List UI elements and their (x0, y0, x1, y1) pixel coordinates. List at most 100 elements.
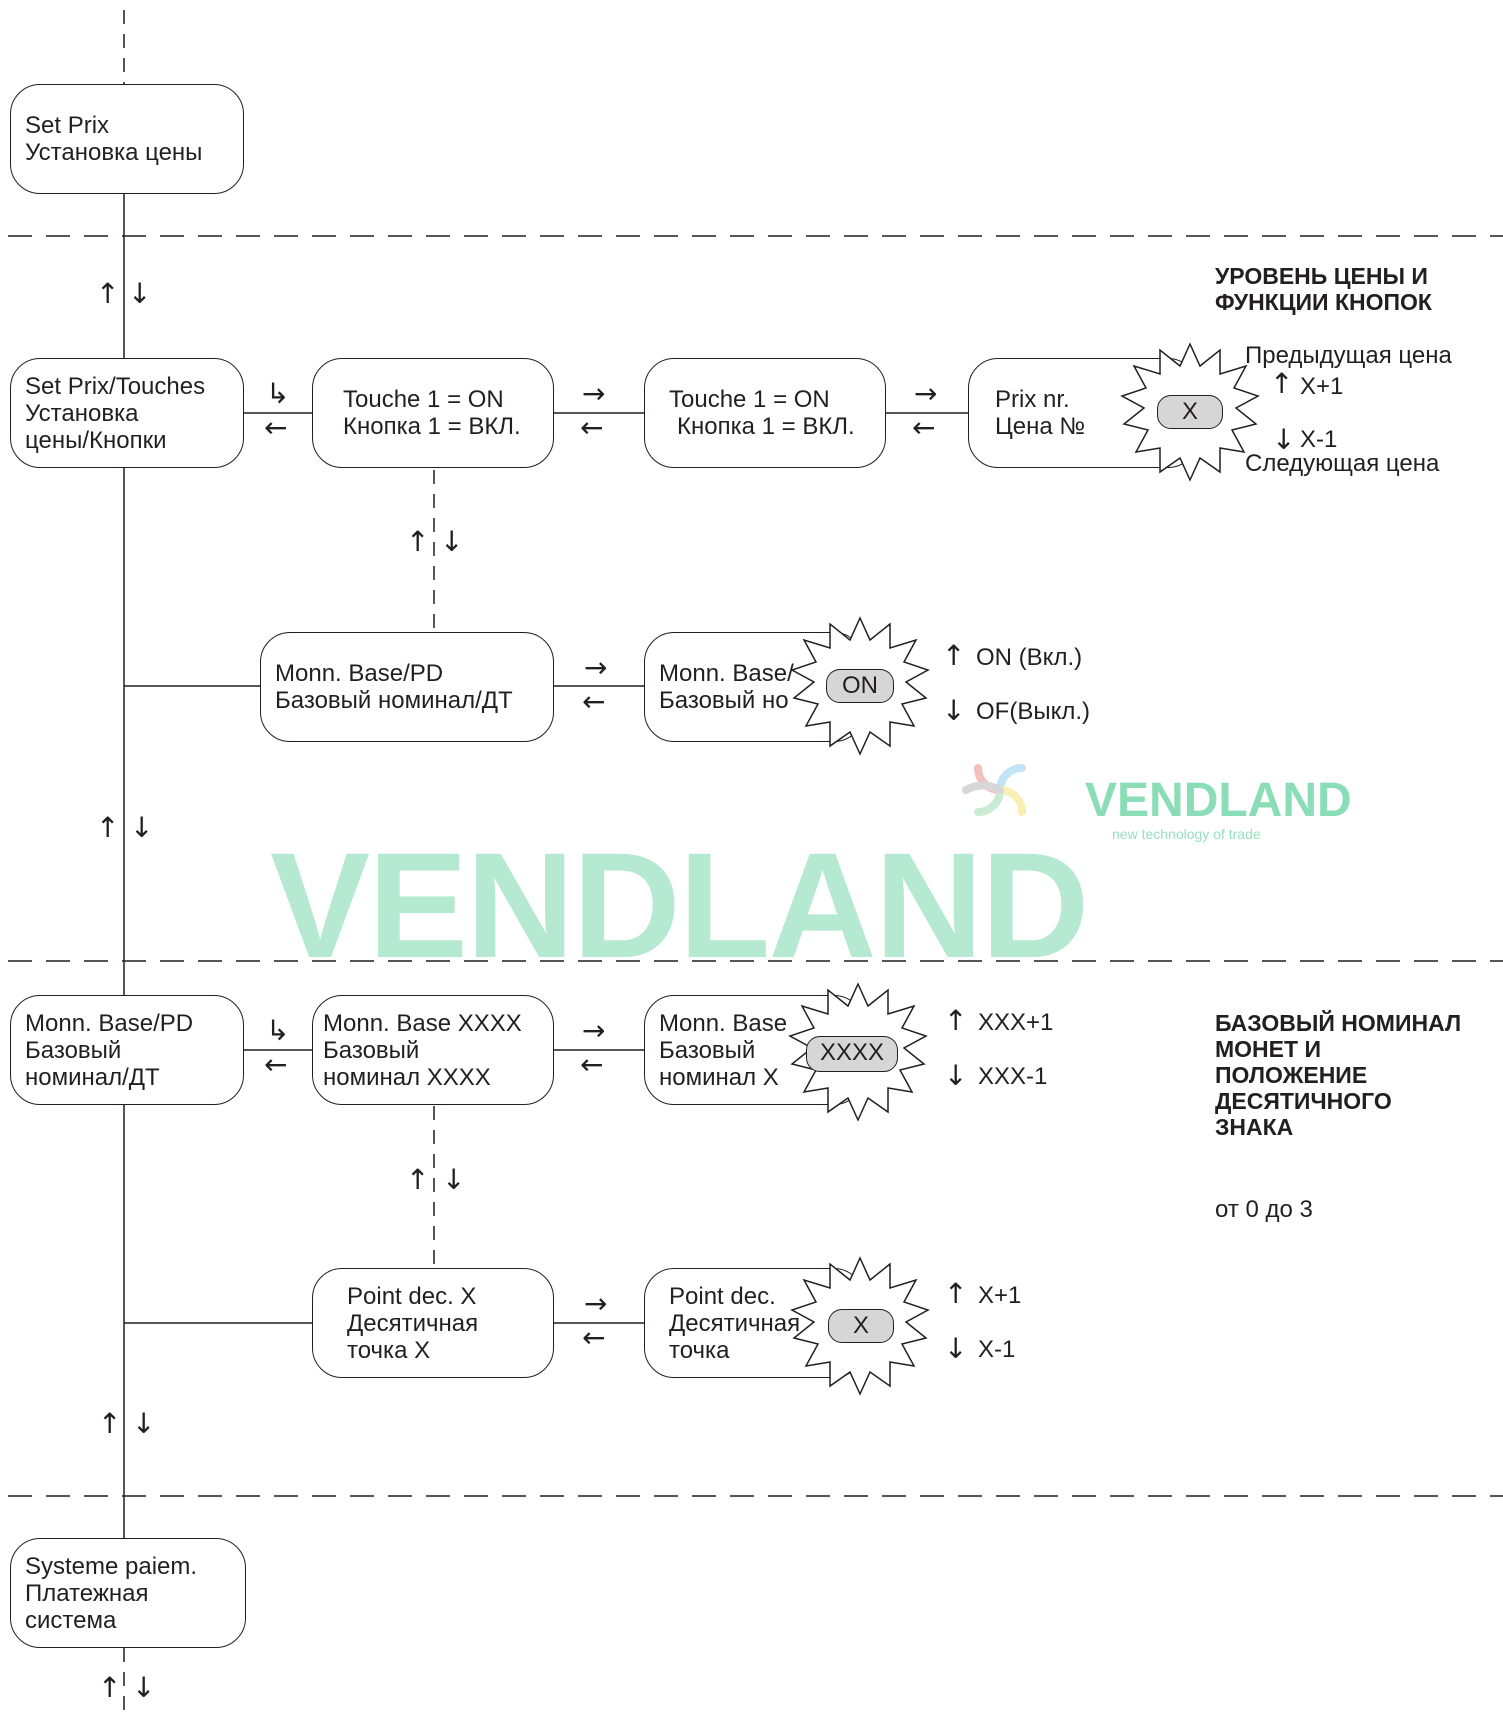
monn-xxxx-line3: номинал XXXX (323, 1063, 491, 1091)
up-arrow-icon: ↑ (98, 1407, 122, 1440)
left-arrow-icon: ← (582, 1321, 606, 1354)
base-value-field[interactable]: XXXX (806, 1036, 898, 1072)
systeme-line2: Платежная (25, 1579, 149, 1607)
watermark-tagline: new technology of trade (1112, 826, 1261, 842)
left-arrow-icon: ← (580, 411, 604, 444)
monn-base-pd-line2: Базовый номинал/ДТ (275, 687, 513, 714)
section2-heading-line4: ДЕСЯТИЧНОГО (1215, 1088, 1392, 1114)
left-arrow-icon: ← (264, 411, 288, 444)
set-prix-touches-line1: Set Prix/Touches (25, 372, 206, 400)
section2-heading-line3: ПОЛОЖЕНИЕ (1215, 1062, 1368, 1088)
point-down-label: X-1 (978, 1336, 1016, 1363)
set-prix-touches-box[interactable]: Set Prix/Touches Установка цены/Кнопки (10, 358, 244, 468)
right-arrow-icon: → (584, 1287, 608, 1320)
monn-base-pd-line1: Monn. Base/PD (275, 660, 444, 687)
prix-nr-line2: Цена № (995, 413, 1086, 440)
point-dec-line1: Point dec. X (347, 1282, 477, 1310)
set-prix-box[interactable]: Set Prix Установка цены (10, 84, 244, 194)
price-down-label: X-1 (1300, 426, 1338, 453)
range-note: от 0 до 3 (1215, 1196, 1313, 1223)
on-label: ON (Вкл.) (976, 644, 1083, 671)
set-prix-line2: Установка цены (25, 139, 203, 166)
section2-heading-line5: ЗНАКА (1215, 1114, 1294, 1140)
set-prix-touches-line2: Установка (25, 399, 139, 427)
monn-base-pd-main-box[interactable]: Monn. Base/PD Базовый номинал/ДТ (10, 995, 244, 1105)
section2-heading-line2: МОНЕТ И (1215, 1036, 1321, 1062)
monn-edit-line2: Базовый но (659, 687, 789, 714)
up-arrow-icon: ↑ (406, 1163, 430, 1196)
base-edit-line1: Monn. Base (659, 1009, 788, 1037)
set-prix-touches-line3: цены/Кнопки (25, 426, 167, 454)
down-arrow-icon: ↓ (442, 1163, 466, 1196)
watermark-text: VENDLAND (270, 821, 1089, 989)
point-dec-box[interactable]: Point dec. X Десятичная точка X (312, 1268, 554, 1378)
base-edit-line2: Базовый (659, 1036, 756, 1064)
touche-box-b[interactable]: Touche 1 = ON Кнопка 1 = ВКЛ. (644, 358, 886, 468)
touche-box-a[interactable]: Touche 1 = ON Кнопка 1 = ВКЛ. (312, 358, 554, 468)
monn-base-pd-box[interactable]: Monn. Base/PD Базовый номинал/ДТ (260, 632, 554, 742)
next-price-label: Следующая цена (1245, 450, 1440, 477)
systeme-paiem-box[interactable]: Systeme paiem. Платежная система (10, 1538, 246, 1648)
systeme-line1: Systeme paiem. (25, 1552, 198, 1580)
touche-b-line1: Touche 1 = ON (669, 386, 830, 413)
set-prix-line1: Set Prix (25, 112, 110, 139)
down-arrow-icon: ↓ (132, 1671, 156, 1704)
down-arrow-icon: ↓ (944, 1059, 968, 1092)
up-arrow-icon: ↑ (406, 525, 430, 558)
previous-price-label: Предыдущая цена (1245, 342, 1452, 369)
up-arrow-icon: ↑ (942, 639, 966, 672)
down-arrow-icon: ↓ (132, 1407, 156, 1440)
hook-arrow-icon: ↳ (266, 1014, 290, 1047)
point-value-field[interactable]: X (828, 1309, 894, 1343)
down-arrow-icon: ↓ (440, 525, 464, 558)
hook-arrow-icon: ↳ (266, 377, 290, 410)
prix-nr-line1: Prix nr. (995, 386, 1070, 413)
touche-a-line2: Кнопка 1 = ВКЛ. (343, 413, 521, 440)
section1-heading-line1: УРОВЕНЬ ЦЕНЫ И (1215, 263, 1428, 289)
base-edit-line3: номинал X (659, 1063, 779, 1091)
point-dec-line2: Десятичная (347, 1309, 479, 1337)
down-arrow-icon: ↓ (944, 1332, 968, 1365)
down-arrow-icon: ↓ (942, 694, 966, 727)
price-up-label: X+1 (1300, 373, 1344, 400)
touche-b-line2: Кнопка 1 = ВКЛ. (677, 413, 855, 440)
monn-main-line2: Базовый (25, 1036, 122, 1064)
point-edit-line1: Point dec. (669, 1282, 776, 1310)
off-label: OF(Выкл.) (976, 698, 1091, 725)
section2-heading-line1: БАЗОВЫЙ НОМИНАЛ (1215, 1010, 1462, 1036)
left-arrow-icon: ← (582, 685, 606, 718)
systeme-line3: система (25, 1606, 117, 1634)
monn-xxxx-line2: Базовый (323, 1036, 420, 1064)
right-arrow-icon: → (584, 651, 608, 684)
point-dec-line3: точка X (347, 1336, 431, 1364)
down-arrow-icon: ↓ (128, 277, 152, 310)
right-arrow-icon: → (582, 1014, 606, 1047)
down-arrow-icon: ↓ (1272, 423, 1296, 456)
up-arrow-icon: ↑ (98, 1671, 122, 1704)
monn-base-xxxx-box[interactable]: Monn. Base XXXX Базовый номинал XXXX (312, 995, 554, 1105)
right-arrow-icon: → (582, 377, 606, 410)
monn-main-line1: Monn. Base/PD (25, 1009, 194, 1037)
vendland-logo-icon (962, 764, 1026, 816)
price-value-field[interactable]: X (1157, 395, 1223, 429)
left-arrow-icon: ← (912, 411, 936, 444)
watermark-logo-text: VENDLAND (1085, 774, 1352, 827)
on-value-field[interactable]: ON (826, 669, 894, 703)
right-arrow-icon: → (914, 377, 938, 410)
point-edit-line2: Десятичная (669, 1309, 801, 1337)
point-up-label: X+1 (978, 1282, 1022, 1309)
point-edit-line3: точка (669, 1336, 730, 1364)
monn-xxxx-line1: Monn. Base XXXX (323, 1009, 522, 1037)
up-arrow-icon: ↑ (944, 1004, 968, 1037)
left-arrow-icon: ← (264, 1048, 288, 1081)
monn-main-line3: номинал/ДТ (25, 1063, 160, 1091)
left-arrow-icon: ← (580, 1048, 604, 1081)
section1-heading-line2: ФУНКЦИИ КНОПОК (1215, 289, 1432, 315)
touche-a-line1: Touche 1 = ON (343, 386, 504, 413)
base-down-label: XXX-1 (978, 1063, 1048, 1090)
up-arrow-icon: ↑ (1270, 367, 1294, 400)
up-arrow-icon: ↑ (96, 811, 120, 844)
down-arrow-icon: ↓ (130, 811, 154, 844)
monn-edit-line1: Monn. Base/ (659, 660, 794, 687)
up-arrow-icon: ↑ (944, 1277, 968, 1310)
